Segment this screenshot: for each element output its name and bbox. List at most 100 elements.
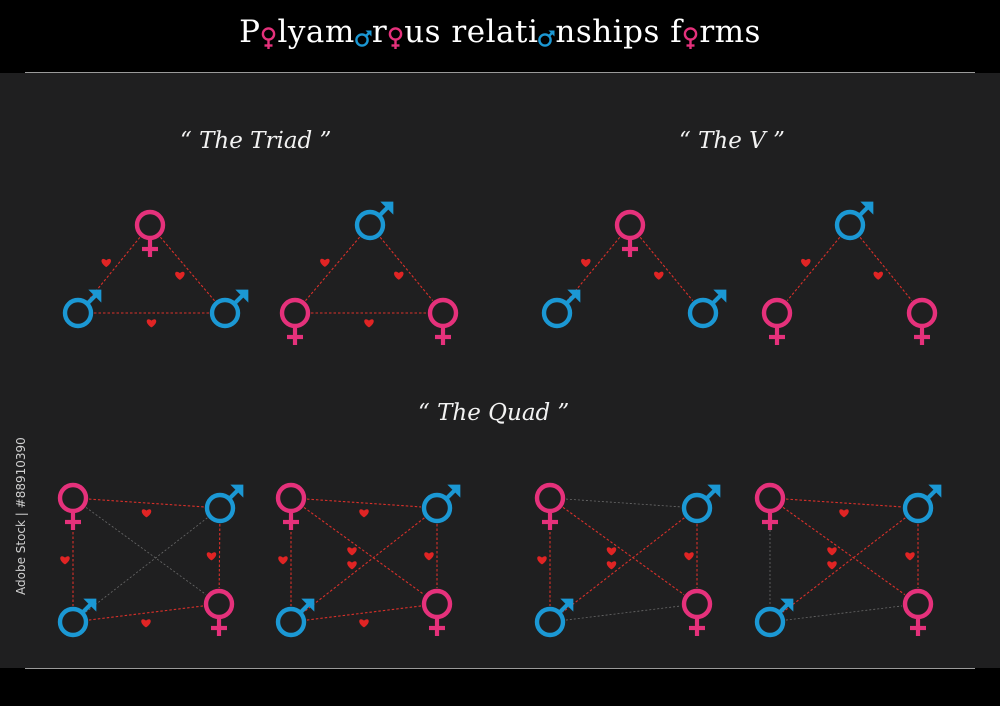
heart-icon (347, 561, 357, 570)
bond-line (859, 237, 913, 301)
diagram-quad-2 (275, 482, 461, 638)
heart-icon (654, 271, 664, 280)
diagram-quad-1 (57, 482, 244, 638)
person-nodes (62, 209, 249, 329)
hearts (537, 547, 694, 570)
hearts (801, 258, 884, 280)
title-male-icon (538, 18, 555, 49)
hearts (827, 509, 915, 570)
title-text: r (371, 14, 388, 50)
title-text: rms (699, 14, 761, 50)
faint-line (85, 517, 208, 613)
bond-line (303, 517, 425, 613)
title-text: P (239, 14, 261, 50)
bond-line (88, 498, 205, 508)
title-female-icon (260, 18, 277, 49)
heart-icon (424, 552, 434, 561)
stock-watermark: Adobe Stock | #88910390 (14, 437, 28, 595)
heart-icon (206, 552, 217, 561)
hearts (320, 258, 404, 328)
relationship-lines (304, 236, 434, 314)
diagram-triad-1 (62, 209, 249, 329)
heart-icon (801, 258, 811, 268)
heart-icon (278, 556, 288, 565)
person-nodes (279, 201, 459, 345)
male-symbol-icon (275, 598, 315, 638)
bond-line (306, 498, 422, 508)
heart-icon (146, 319, 157, 328)
heart-icon (827, 547, 837, 556)
person-nodes (541, 209, 727, 329)
heart-icon (364, 319, 374, 328)
male-symbol-icon (57, 598, 97, 638)
heart-icon (905, 552, 915, 561)
bottom-divider (25, 668, 975, 669)
person-nodes (761, 201, 938, 345)
female-symbol-icon (279, 297, 311, 345)
bond-line (379, 236, 434, 302)
male-symbol-icon (754, 598, 794, 638)
heart-icon (347, 547, 357, 556)
person-nodes (534, 482, 721, 638)
male-symbol-icon (681, 484, 721, 524)
faint-line (785, 605, 903, 621)
diagram-v-2 (761, 201, 938, 345)
heart-icon (359, 619, 369, 628)
hearts (60, 509, 217, 628)
male-symbol-icon (354, 201, 394, 241)
person-nodes (275, 482, 461, 638)
male-symbol-icon (541, 289, 581, 329)
person-nodes (57, 482, 244, 638)
female-symbol-icon (275, 482, 307, 530)
diagram-panel (0, 73, 1000, 668)
heart-icon (581, 258, 591, 268)
male-symbol-icon (902, 484, 942, 524)
relationship-lines (290, 498, 438, 621)
hearts (581, 258, 664, 280)
female-symbol-icon (57, 482, 89, 530)
bond-line (218, 523, 221, 589)
heart-icon (101, 258, 112, 268)
heart-icon (537, 556, 547, 565)
female-symbol-icon (427, 297, 459, 345)
female-symbol-icon (134, 209, 166, 257)
heart-icon (394, 271, 404, 280)
bond-line (159, 236, 216, 302)
title-female-icon (682, 18, 699, 49)
bond-line (562, 517, 685, 613)
bond-line (562, 506, 685, 596)
bond-line (304, 236, 361, 302)
bond-line (639, 236, 694, 302)
bond-line (782, 506, 906, 596)
relationship-lines (786, 236, 913, 302)
heart-icon (141, 619, 151, 628)
female-symbol-icon (421, 588, 453, 636)
title-text: lyam (277, 14, 355, 50)
hearts (278, 509, 434, 628)
hearts (101, 258, 185, 328)
female-symbol-icon (203, 588, 235, 636)
heading-quad: “ The Quad ” (418, 400, 570, 426)
heart-icon (606, 561, 617, 570)
female-symbol-icon (906, 297, 938, 345)
title-male-icon (354, 18, 372, 49)
heart-icon (684, 552, 694, 561)
bond-line (88, 605, 204, 621)
heart-icon (359, 509, 369, 518)
male-symbol-icon (209, 289, 249, 329)
male-symbol-icon (421, 484, 461, 524)
male-symbol-icon (204, 484, 244, 524)
person-nodes (754, 482, 942, 638)
diagram-v-1 (541, 209, 727, 329)
heart-icon (60, 556, 70, 565)
diagram-quad-3 (534, 482, 721, 638)
female-symbol-icon (534, 482, 566, 530)
female-symbol-icon (754, 482, 786, 530)
heading-v: “ The V ” (679, 128, 785, 154)
heart-icon (606, 547, 617, 556)
bond-line (782, 517, 906, 613)
faint-line (565, 605, 682, 621)
heart-icon (827, 561, 837, 570)
